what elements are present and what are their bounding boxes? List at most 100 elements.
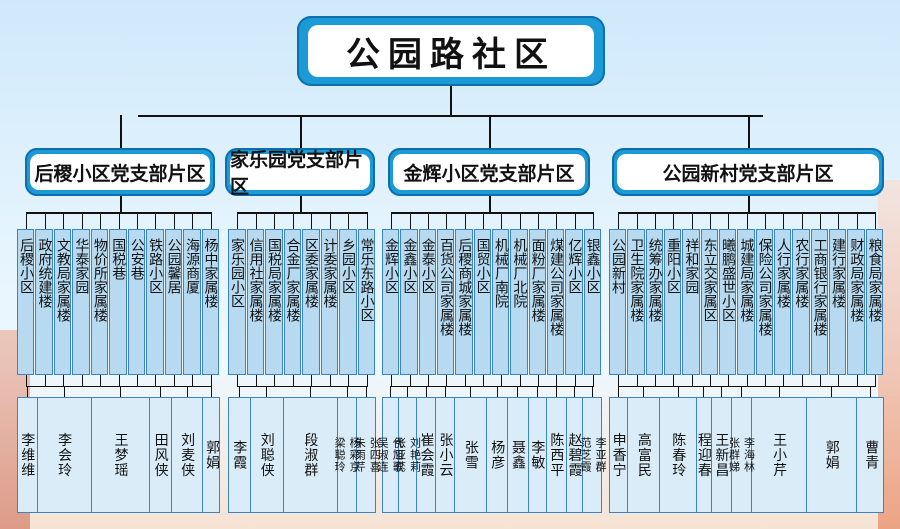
building-connector [311,212,313,229]
building-column[interactable]: 公安巷 [127,229,146,375]
building-column[interactable]: 机械厂南院 [492,229,510,375]
building-column[interactable]: 重阳小区 [664,229,682,375]
building-down-line [501,375,503,387]
building-down-line [691,375,693,387]
building-column[interactable]: 卫生院家属楼 [627,229,645,375]
building-column[interactable]: 金鑫小区 [400,229,418,375]
leader-cell[interactable]: 程迎春 [696,398,712,512]
building-column[interactable]: 国税巷 [109,229,127,375]
building-column[interactable]: 国税局家属楼 [265,229,283,375]
building-column[interactable]: 东立交家属区 [700,229,718,375]
building-column[interactable]: 信用社家属楼 [246,229,264,375]
leader-cell[interactable]: 张雪 [455,398,488,512]
building-column[interactable]: 祥和家园 [682,229,700,375]
branch-box-0[interactable]: 后稷小区党支部片区 [25,148,215,196]
building-column[interactable]: 农行家属楼 [792,229,810,375]
building-down-line [728,375,730,387]
building-connector [764,212,766,229]
building-name: 常乐东路小区 [358,238,375,322]
branch-box-1[interactable]: 家乐园党支部片区 [225,148,375,198]
building-column[interactable]: 家乐园小区 [228,229,246,375]
building-column[interactable]: 乡园小区 [339,229,357,375]
leader-cell[interactable]: 王梦瑶 [92,398,151,512]
building-column[interactable]: 公园馨居 [164,229,183,375]
building-column[interactable]: 面粉厂家属楼 [528,229,546,375]
building-column[interactable]: 统筹办家属楼 [645,229,663,375]
building-column[interactable]: 华泰家园 [72,229,90,375]
building-down-line [709,375,711,387]
building-connector [81,212,83,229]
building-connector [838,212,840,229]
building-column[interactable]: 银鑫小区 [583,229,601,375]
building-column[interactable]: 金辉小区 [382,229,400,375]
leader-cell[interactable]: 李霞 [229,398,251,512]
building-connector [783,212,785,229]
leader-cell[interactable]: 陈春玲 [660,398,698,512]
building-down-line [329,375,331,387]
leader-cell[interactable]: 郭娟 [807,398,858,512]
leader-cell[interactable]: 聂鑫 [508,398,529,512]
building-column[interactable]: 金泰小区 [418,229,436,375]
building-name: 计委家属楼 [321,238,338,308]
building-column[interactable]: 铁路小区 [146,229,164,375]
leader-cell[interactable]: 李亚群范芝霞 [579,398,607,512]
branch-box-2[interactable]: 金辉小区党支部片区 [388,148,590,196]
leader-cell[interactable]: 曹青 [858,398,886,512]
building-column[interactable]: 杨中家属楼 [201,229,219,375]
leader-cell[interactable]: 崔会霞 [418,398,437,512]
leader-cell[interactable]: 段淑群 [284,398,338,512]
building-column[interactable]: 物价所家属楼 [90,229,109,375]
building-column[interactable]: 海源商厦 [183,229,201,375]
building-connector [819,212,821,229]
building-column[interactable]: 机械厂北院 [510,229,528,375]
building-column[interactable]: 工商银行家属楼 [810,229,828,375]
building-column[interactable]: 人行家属楼 [774,229,792,375]
leader-cell[interactable]: 李维维 [18,398,38,512]
building-column[interactable]: 煤建公司家属楼 [547,229,565,375]
leader-cell[interactable]: 郭娟 [203,398,221,512]
building-column[interactable]: 常乐东路小区 [357,229,375,375]
building-down-line [537,375,539,387]
branch-box-3[interactable]: 公园新村党支部片区 [612,148,884,196]
building-column[interactable]: 政府统建楼 [35,229,53,375]
building-column[interactable]: 计委家属楼 [320,229,338,375]
building-down-line [856,375,858,387]
branch-down-line-1 [300,196,302,214]
leader-cell[interactable]: 申香宁 [610,398,629,512]
building-column[interactable]: 后稷商城家属楼 [455,229,473,375]
leader-cell[interactable]: 李海林张群娣 [727,398,755,512]
building-name: 亿辉小区 [566,238,583,294]
leader-cell[interactable]: 刘聪侠 [251,398,284,512]
building-column[interactable]: 区委家属楼 [302,229,320,375]
leader-cell[interactable]: 张小云 [436,398,456,512]
leader-cell[interactable]: 刘艳莉张亚蕊 [394,398,422,512]
leader-cell[interactable]: 李敏 [529,398,547,512]
building-column[interactable]: 后稷小区 [17,229,35,375]
building-name: 公园馨居 [165,238,182,294]
building-column[interactable]: 财政局家属楼 [847,229,865,375]
leader-cell[interactable]: 张四喜朱雨芹 [353,398,381,512]
building-column[interactable]: 粮食局家属楼 [865,229,883,375]
building-column[interactable]: 建行家属楼 [829,229,847,375]
leader-cell[interactable]: 刘麦侠 [172,398,204,512]
leader-cell[interactable]: 赵碧霞 [566,398,584,512]
leader-cell[interactable]: 李会玲 [38,398,92,512]
building-column[interactable]: 文教局家属楼 [53,229,72,375]
building-column[interactable]: 亿辉小区 [565,229,583,375]
building-column[interactable]: 城建局家属楼 [737,229,755,375]
leader-cell[interactable]: 杨彩京梁聪玲 [333,398,361,512]
building-column[interactable]: 合金厂家属楼 [283,229,301,375]
leader-cell[interactable]: 王小芹 [752,398,808,512]
leader-cell[interactable]: 陈西平 [547,398,567,512]
building-column[interactable]: 曦鹏盛世小区 [719,229,737,375]
leader-bus-line-0 [26,386,211,387]
building-column[interactable]: 公园新村 [609,229,627,375]
leader-cell[interactable]: 杨彦 [487,398,509,512]
building-column[interactable]: 百货公司家属楼 [437,229,455,375]
leader-cell[interactable]: 代旭歌吴淑连 [376,398,404,512]
building-column[interactable]: 保险公司家属楼 [755,229,773,375]
leader-cell[interactable]: 田风侠 [150,398,172,512]
building-column[interactable]: 国贸小区 [473,229,491,375]
leader-cell[interactable]: 高富民 [628,398,661,512]
leader-cell[interactable]: 王新昌 [712,398,732,512]
